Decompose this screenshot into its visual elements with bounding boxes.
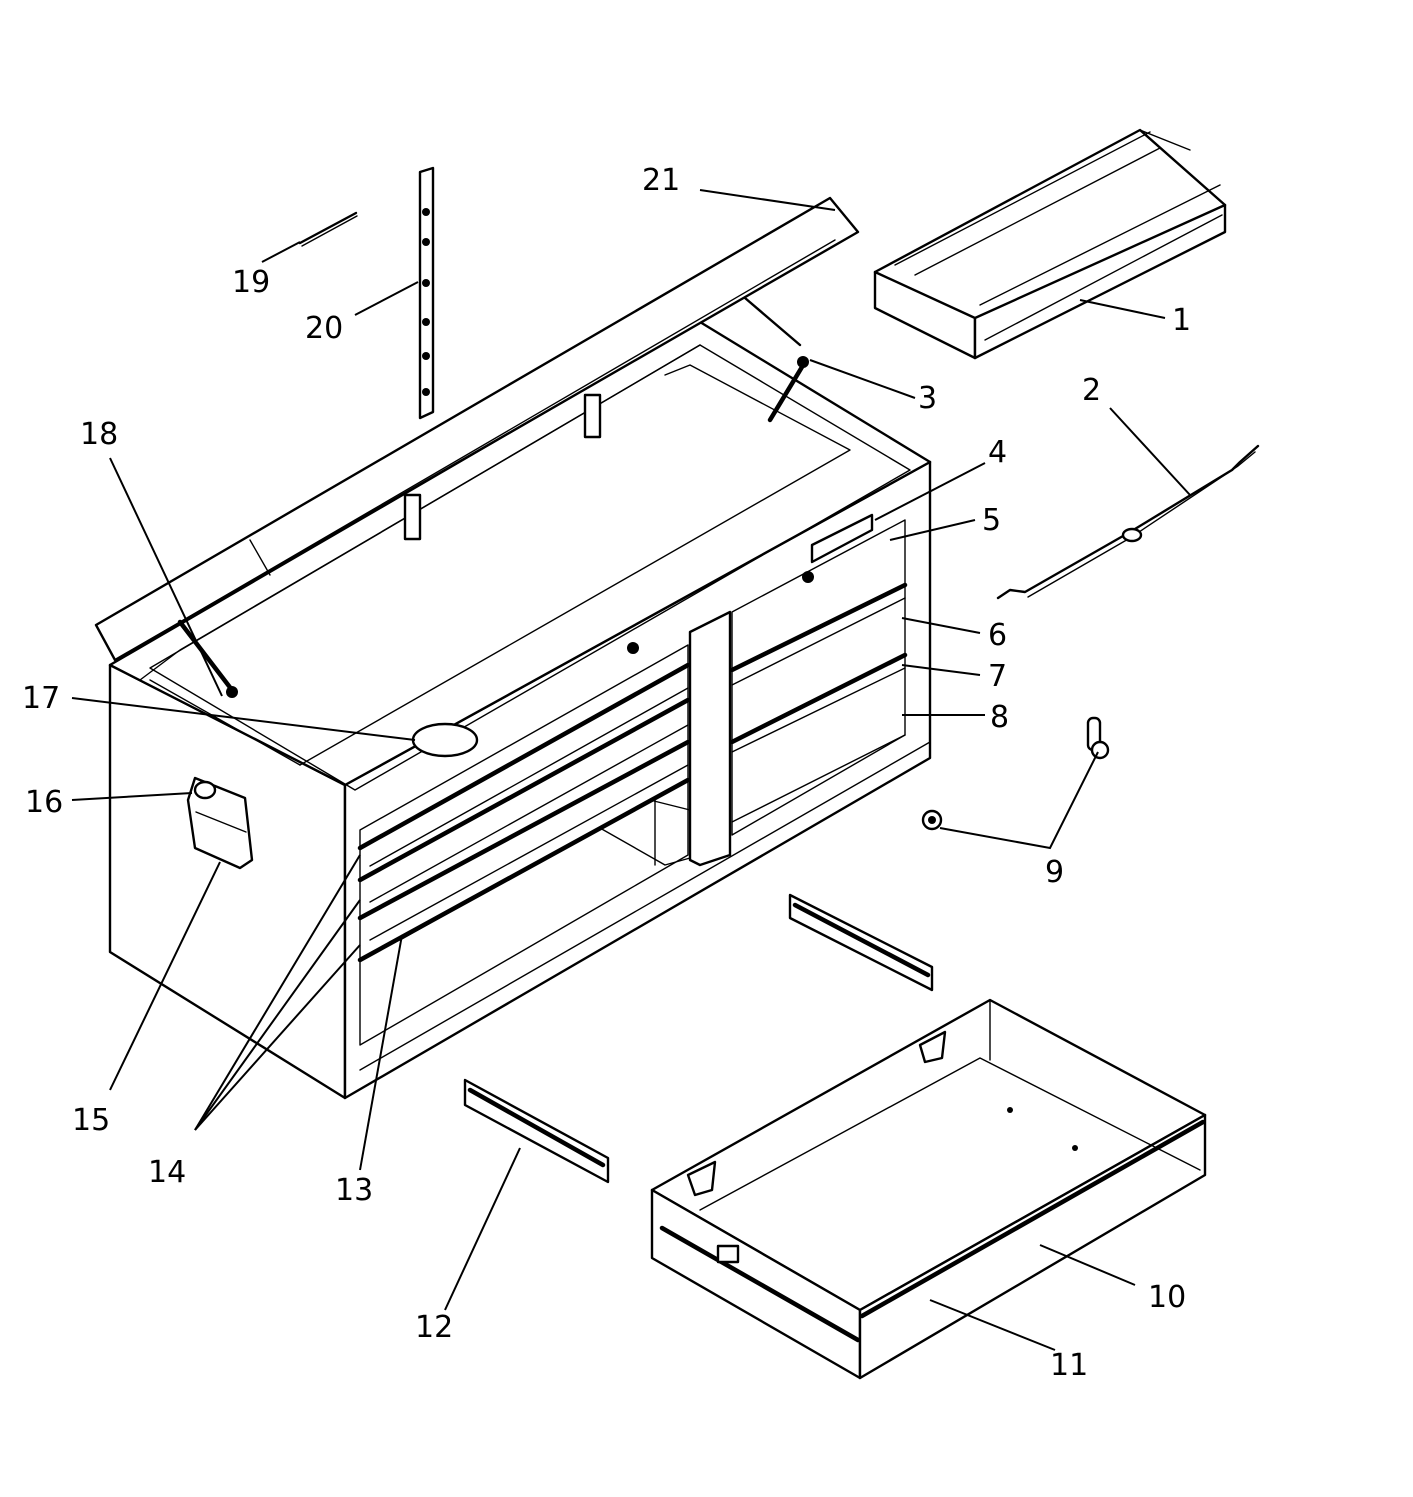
- part-hinge-strip: [418, 166, 435, 420]
- callout-11: 11: [1050, 1348, 1088, 1383]
- callout-18: 18: [80, 417, 118, 452]
- callout-6: 6: [988, 618, 1007, 653]
- part-drawer-slide-lower: [463, 1078, 610, 1184]
- part-pin: [298, 211, 358, 247]
- callout-19: 19: [232, 265, 270, 300]
- part-drawer: [650, 998, 1207, 1380]
- callout-7: 7: [988, 659, 1007, 694]
- callout-17: 17: [22, 681, 60, 716]
- callout-21: 21: [642, 163, 680, 198]
- callout-numbers: 1 2 3 4 5 6 7 8 9 10 11 12 13 14 15 16 1…: [22, 163, 1191, 1383]
- callout-15: 15: [72, 1103, 110, 1138]
- callout-10: 10: [1148, 1280, 1186, 1315]
- callout-14: 14: [148, 1155, 186, 1190]
- leader-lines: [71, 189, 1191, 1351]
- callout-3: 3: [918, 381, 937, 416]
- callout-9: 9: [1045, 855, 1064, 890]
- callout-20: 20: [305, 311, 343, 346]
- callout-8: 8: [990, 700, 1009, 735]
- part-chest-body: [94, 196, 932, 1100]
- callout-12: 12: [415, 1310, 453, 1345]
- callout-4: 4: [988, 435, 1007, 470]
- part-bumpers: [921, 716, 1110, 831]
- part-tray: [873, 128, 1227, 360]
- part-lock-rod: [996, 444, 1260, 600]
- callout-16: 16: [25, 785, 63, 820]
- callout-2: 2: [1082, 373, 1101, 408]
- callout-13: 13: [335, 1173, 373, 1208]
- callout-5: 5: [982, 503, 1001, 538]
- callout-1: 1: [1172, 303, 1191, 338]
- part-drawer-slide-upper: [788, 893, 934, 992]
